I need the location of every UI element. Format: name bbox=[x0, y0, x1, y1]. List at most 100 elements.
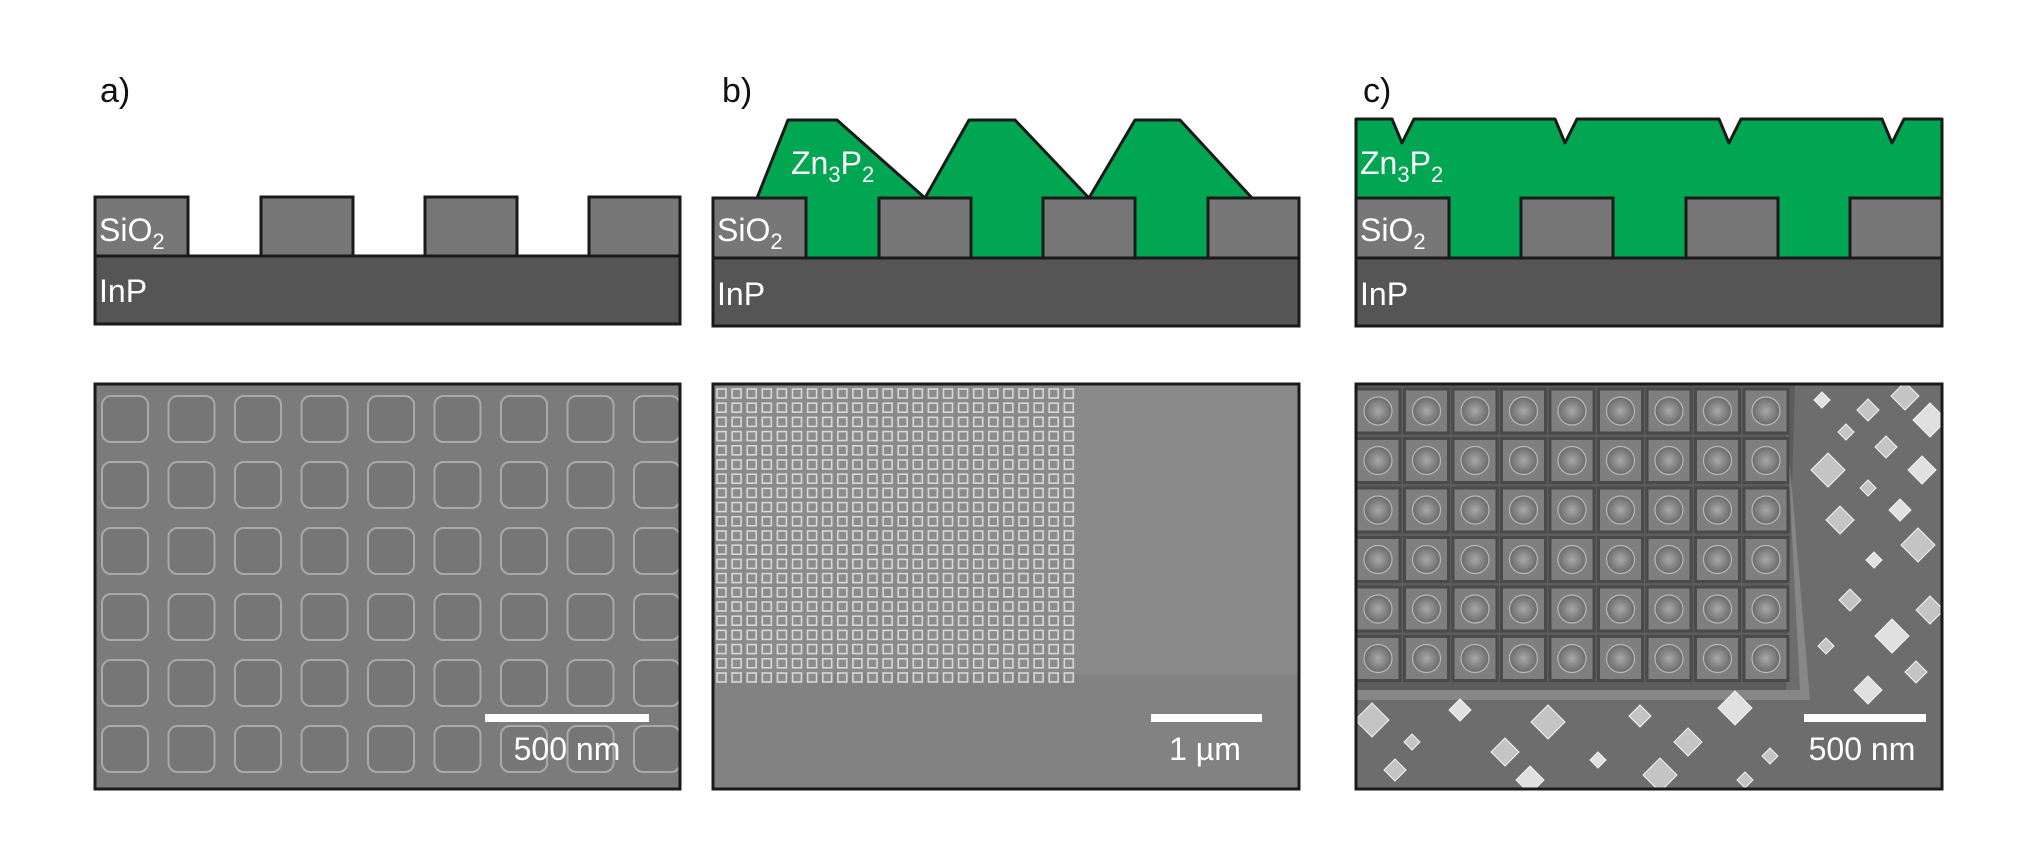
sem-square bbox=[746, 430, 758, 442]
sem-square bbox=[912, 430, 924, 442]
sem-square bbox=[761, 487, 773, 499]
sem-grain bbox=[1460, 396, 1490, 426]
sem-square bbox=[1003, 444, 1014, 456]
sem-square bbox=[234, 527, 282, 575]
sem-square bbox=[300, 527, 349, 575]
sem-square bbox=[957, 544, 969, 556]
sem-square bbox=[882, 515, 893, 527]
sem-square bbox=[776, 544, 788, 556]
sem-square bbox=[761, 657, 773, 669]
sem-square bbox=[791, 473, 803, 485]
sem-square bbox=[1063, 388, 1075, 399]
sem-square bbox=[791, 601, 803, 612]
sio2-block-a2 bbox=[259, 195, 355, 258]
sem-square bbox=[852, 430, 863, 442]
sem-square bbox=[1033, 572, 1044, 584]
sem-square bbox=[942, 388, 954, 399]
sem-grain bbox=[1363, 643, 1393, 674]
sem-square bbox=[776, 615, 788, 627]
sem-square bbox=[1063, 402, 1075, 414]
sem-cell bbox=[1742, 536, 1790, 583]
sem-square bbox=[852, 601, 863, 612]
sem-square bbox=[368, 792, 414, 838]
sem-grain bbox=[1460, 594, 1490, 624]
sem-square bbox=[836, 501, 848, 513]
inp-label-a: InP bbox=[99, 273, 147, 309]
panel-c: c) Zn3P2 SiO2 InP 500 nm bbox=[1354, 72, 1944, 791]
sem-square bbox=[972, 459, 984, 470]
sem-square bbox=[761, 586, 773, 598]
sem-square bbox=[942, 473, 954, 485]
sem-square bbox=[927, 672, 939, 683]
sem-square bbox=[731, 487, 742, 499]
sem-grain bbox=[1460, 544, 1490, 575]
sem-square bbox=[972, 672, 984, 683]
sem-square bbox=[836, 672, 848, 683]
sem-square bbox=[776, 657, 788, 669]
sem-square bbox=[821, 544, 833, 556]
sem-square bbox=[1063, 515, 1075, 527]
sem-crystal bbox=[1515, 765, 1545, 789]
sem-square bbox=[867, 430, 878, 442]
sem-square bbox=[746, 601, 758, 612]
sem-square bbox=[972, 615, 984, 627]
sem-square bbox=[1003, 615, 1014, 627]
sem-square bbox=[1063, 473, 1075, 485]
sem-grain bbox=[1411, 445, 1442, 476]
sem-cell bbox=[1500, 387, 1547, 435]
sem-square bbox=[912, 615, 924, 627]
sem-square bbox=[1033, 416, 1044, 428]
sem-square bbox=[791, 615, 803, 627]
sem-square bbox=[957, 501, 969, 513]
sem-square bbox=[776, 558, 788, 570]
sem-square bbox=[897, 388, 909, 399]
sem-grain bbox=[1363, 594, 1393, 624]
sem-square bbox=[972, 629, 984, 641]
sem-square bbox=[716, 487, 727, 499]
panel-a-sem-image bbox=[95, 384, 680, 838]
sem-square bbox=[1003, 672, 1014, 683]
sem-crystal bbox=[1853, 675, 1883, 705]
sem-square bbox=[821, 388, 833, 399]
sem-square bbox=[942, 416, 954, 428]
sem-square bbox=[987, 657, 999, 669]
sem-square bbox=[731, 388, 742, 399]
sio2-block-b3 bbox=[1041, 196, 1137, 260]
sem-square bbox=[852, 444, 863, 456]
sem-square bbox=[761, 402, 773, 414]
sem-grain bbox=[1654, 495, 1684, 525]
sem-square bbox=[1033, 459, 1044, 470]
sem-square bbox=[234, 593, 282, 641]
sem-square bbox=[821, 444, 833, 456]
sem-square bbox=[791, 530, 803, 541]
sem-square bbox=[1048, 629, 1059, 641]
sem-square bbox=[746, 515, 758, 527]
sem-square bbox=[927, 572, 939, 584]
sem-square bbox=[1033, 487, 1044, 499]
sem-square bbox=[1033, 444, 1044, 456]
sem-square bbox=[927, 558, 939, 570]
sem-crystal bbox=[1403, 733, 1421, 751]
sem-square bbox=[957, 615, 969, 627]
sem-square bbox=[367, 593, 415, 641]
sem-square bbox=[806, 444, 818, 456]
sem-crystal bbox=[1448, 698, 1472, 722]
sem-crystal bbox=[1888, 498, 1912, 522]
sem-square bbox=[101, 527, 149, 575]
sem-square bbox=[957, 586, 969, 598]
sem-square bbox=[367, 461, 415, 509]
sem-square bbox=[806, 672, 818, 683]
sem-square bbox=[1048, 388, 1059, 399]
sem-square bbox=[957, 444, 969, 456]
sem-square bbox=[957, 601, 969, 612]
sem-square bbox=[761, 629, 773, 641]
sem-square bbox=[633, 659, 680, 707]
sem-square bbox=[942, 572, 954, 584]
sem-square bbox=[867, 657, 878, 669]
sem-square bbox=[867, 501, 878, 513]
sem-square bbox=[1063, 643, 1075, 655]
sem-crystal bbox=[1874, 618, 1910, 654]
sem-grain bbox=[1508, 594, 1539, 624]
sem-square bbox=[731, 657, 742, 669]
sem-square bbox=[957, 515, 969, 527]
